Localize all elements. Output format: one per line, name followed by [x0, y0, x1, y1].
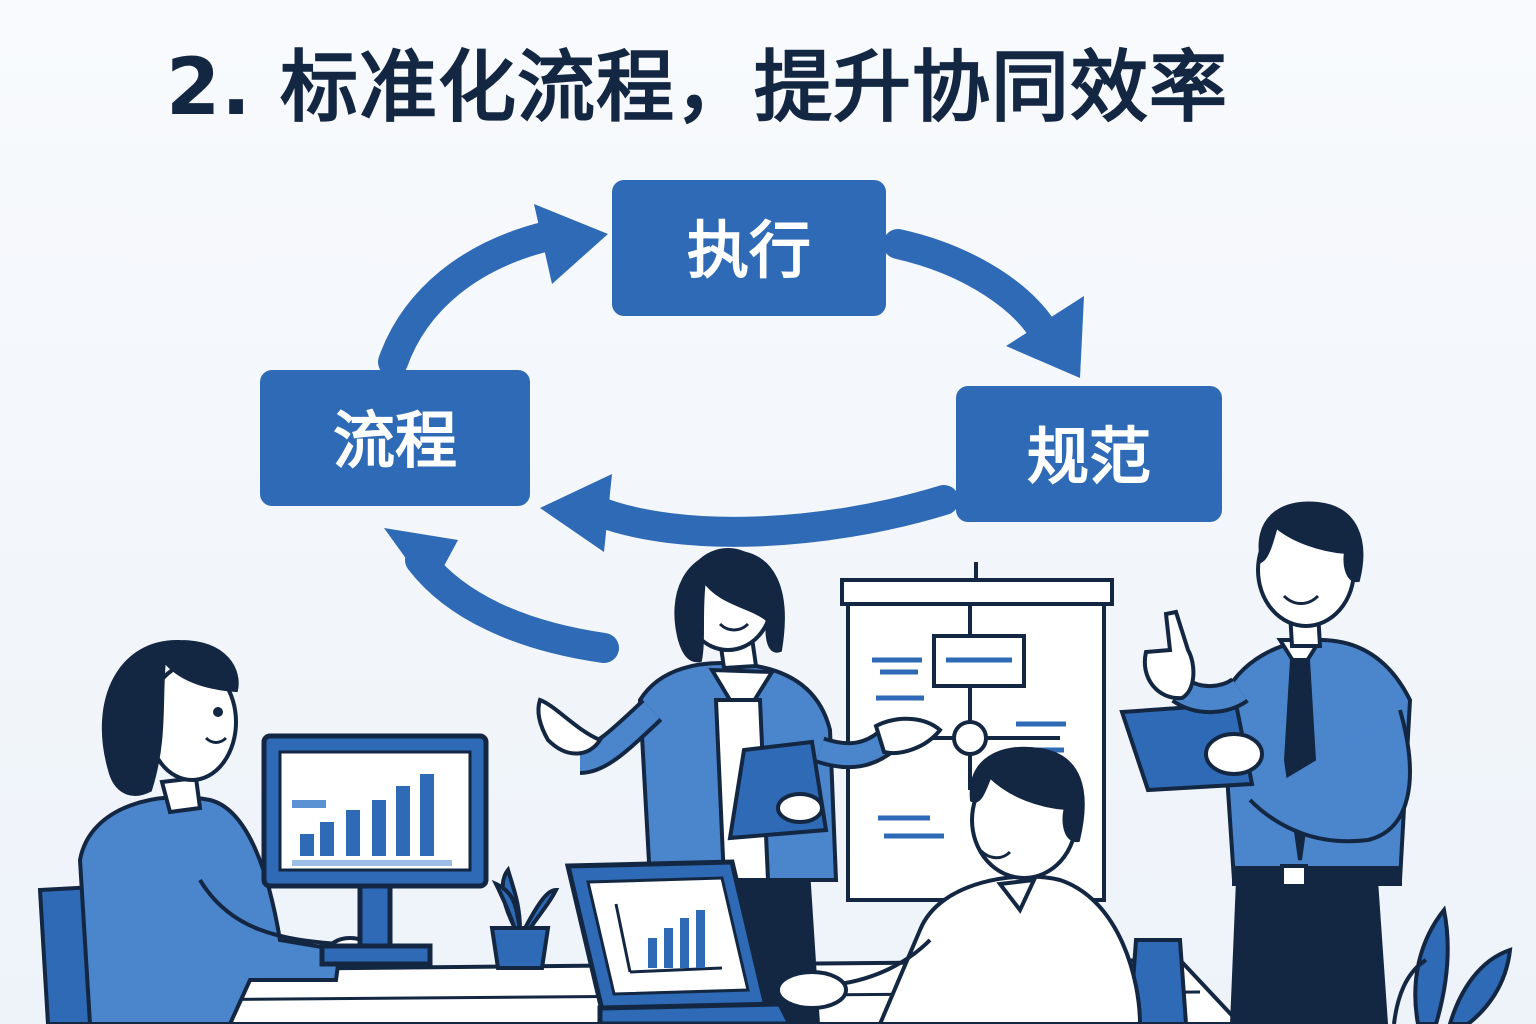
arrowhead-icon [1006, 296, 1084, 378]
laptop-bar-chart-icon [564, 859, 793, 1024]
arrowhead-icon [534, 204, 608, 284]
cycle-arrow-icon [585, 485, 959, 547]
potted-plant-icon [1392, 905, 1513, 1024]
step-standards: 规范 [956, 386, 1222, 522]
cycle-arrows [378, 204, 1084, 663]
monitor-bar-chart-icon [261, 733, 489, 967]
man-at-laptop [776, 746, 1189, 1024]
step-label: 流程 [333, 404, 457, 477]
potted-plant-icon [489, 865, 560, 970]
woman-at-monitor [37, 639, 374, 1024]
man-with-tablet [1119, 501, 1413, 1024]
cycle-arrow-icon [405, 545, 619, 663]
step-executing: 执行 [612, 180, 886, 316]
page-title: 2. 标准化流程，提升协同效率 [166, 43, 1229, 133]
cycle-arrow-icon [883, 229, 1063, 355]
step-process: 流程 [260, 370, 530, 506]
arrowhead-icon [540, 474, 612, 552]
step-label: 执行 [687, 214, 811, 287]
step-label: 规范 [1027, 420, 1151, 493]
arrowhead-icon [384, 528, 458, 592]
cycle-arrow-icon [378, 221, 563, 377]
